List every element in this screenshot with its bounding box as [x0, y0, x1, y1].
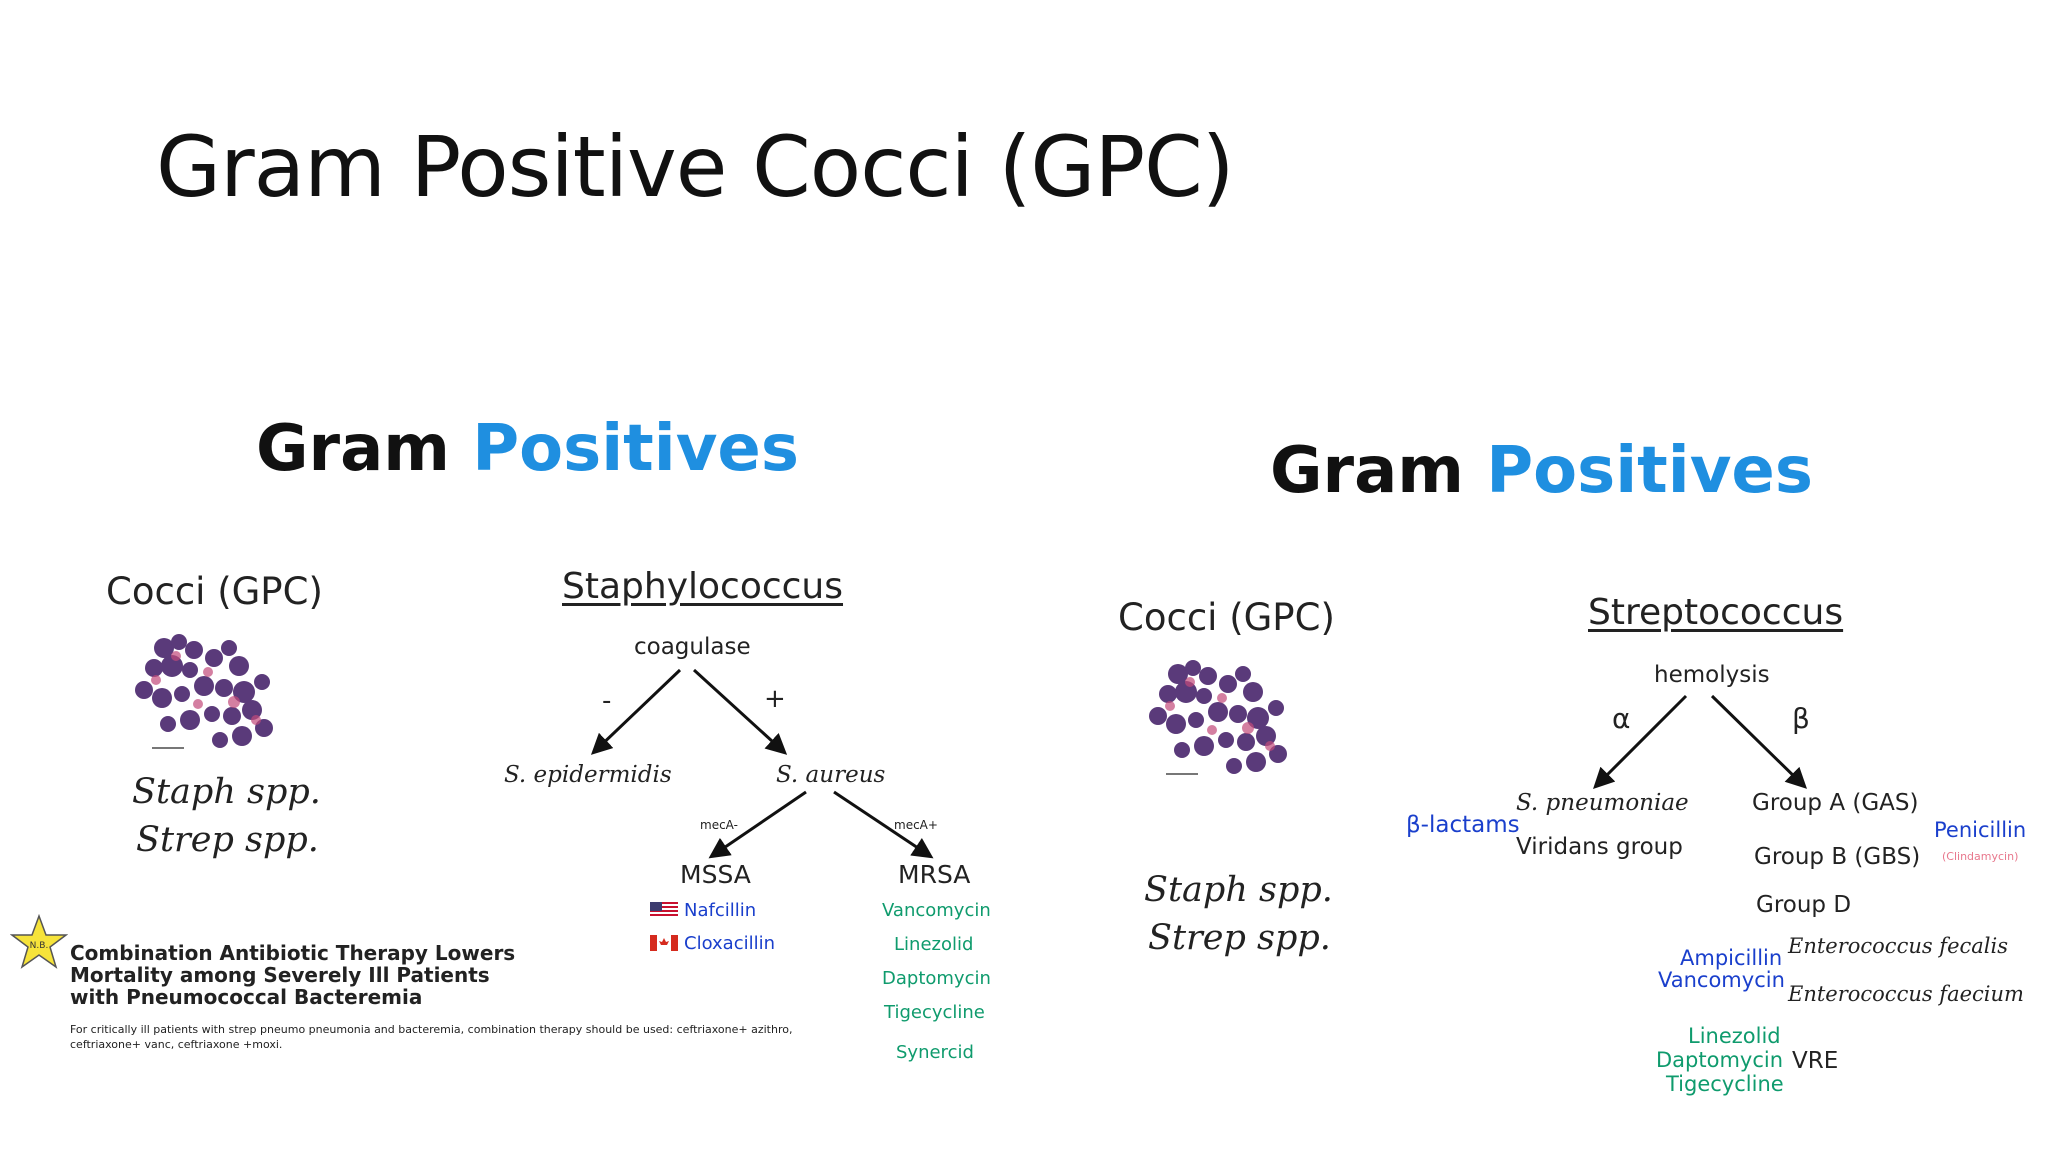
drug-tigecycline-vre: Tigecycline [1666, 1072, 1784, 1096]
right-heading-positives: Positives [1486, 434, 1813, 508]
right-cocci-label: Cocci (GPC) [1118, 596, 1335, 639]
mrsa-label: MRSA [898, 860, 971, 889]
beta-hemolysis: β [1792, 702, 1810, 735]
left-figure-panel [0, 395, 1000, 1095]
s-epidermidis: S. epidermidis [504, 762, 672, 788]
nb-star-icon: N.B. [10, 914, 68, 969]
note-text: For critically ill patients with strep p… [70, 1022, 792, 1052]
left-staph-spp: Staph spp. [132, 772, 321, 812]
alpha-hemolysis: α [1612, 702, 1631, 735]
drug-vancomycin: Vancomycin [882, 900, 991, 921]
drug-daptomycin-vre: Daptomycin [1656, 1048, 1784, 1072]
group-b-gbs: Group B (GBS) [1754, 844, 1921, 870]
left-heading: Gram Positives [256, 412, 799, 486]
hemolysis-test: hemolysis [1654, 662, 1770, 688]
drug-vancomycin-enterococcus: Vancomycin [1658, 968, 1785, 992]
meca-negative: mecA- [700, 818, 738, 832]
note-title-line-2: Mortality among Severely Ill Patients [70, 963, 490, 987]
note-text-line-1: For critically ill patients with strep p… [70, 1023, 793, 1036]
drug-linezolid: Linezolid [894, 934, 974, 955]
coagulase-negative-sign: - [602, 686, 612, 716]
note-text-line-2: ceftriaxone+ vanc, ceftriaxone +moxi. [70, 1038, 283, 1051]
right-staph-spp: Staph spp. [1144, 870, 1333, 910]
streptococcus-heading: Streptococcus [1588, 592, 1844, 633]
left-cocci-label: Cocci (GPC) [106, 570, 323, 613]
group-a-gas: Group A (GAS) [1752, 790, 1919, 816]
nb-badge-text: N.B. [30, 941, 49, 951]
drug-linezolid-vre: Linezolid [1688, 1024, 1781, 1048]
left-heading-gram: Gram [256, 412, 450, 486]
enterococcus-faecium: Enterococcus faecium [1788, 982, 2024, 1006]
s-aureus: S. aureus [776, 762, 886, 788]
mssa-label: MSSA [680, 860, 751, 889]
s-pneumoniae: S. pneumoniae [1516, 790, 1689, 816]
coagulase-test: coagulase [634, 634, 751, 660]
staphylococcus-heading: Staphylococcus [562, 566, 844, 607]
right-heading-gram: Gram [1270, 434, 1464, 508]
left-gram-stain-micrograph [135, 634, 273, 749]
right-heading: Gram Positives [1270, 434, 1813, 508]
drug-synercid: Synercid [896, 1042, 974, 1063]
right-figure-panel [1080, 420, 2048, 1120]
drug-cloxacillin: Cloxacillin [684, 933, 776, 954]
drug-clindamycin: (Clindamycin) [1942, 850, 2019, 863]
note-title-line-3: with Pneumococcal Bacteremia [70, 985, 423, 1009]
left-heading-positives: Positives [472, 412, 799, 486]
right-gram-stain-micrograph [1149, 660, 1287, 775]
viridans-group: Viridans group [1516, 834, 1683, 860]
drug-penicillin: Penicillin [1934, 818, 2027, 842]
canada-flag-icon [650, 935, 678, 951]
drug-tigecycline: Tigecycline [884, 1002, 985, 1023]
drug-daptomycin: Daptomycin [882, 968, 991, 989]
group-d: Group D [1756, 892, 1852, 918]
drug-nafcillin: Nafcillin [684, 900, 757, 921]
left-strep-spp: Strep spp. [136, 820, 319, 860]
note-title: Combination Antibiotic Therapy Lowers Mo… [70, 942, 515, 1008]
us-flag-icon [650, 902, 678, 918]
note-title-line-1: Combination Antibiotic Therapy Lowers [70, 941, 516, 965]
coagulase-positive-sign: + [764, 684, 786, 714]
meca-positive: mecA+ [894, 818, 938, 832]
enterococcus-fecalis: Enterococcus fecalis [1788, 934, 2008, 958]
vre-label: VRE [1792, 1048, 1839, 1074]
drug-ampicillin: Ampicillin [1680, 946, 1783, 970]
drug-beta-lactams: β-lactams [1406, 812, 1520, 838]
right-strep-spp: Strep spp. [1148, 918, 1331, 958]
slide-title: Gram Positive Cocci (GPC) [156, 118, 1235, 216]
